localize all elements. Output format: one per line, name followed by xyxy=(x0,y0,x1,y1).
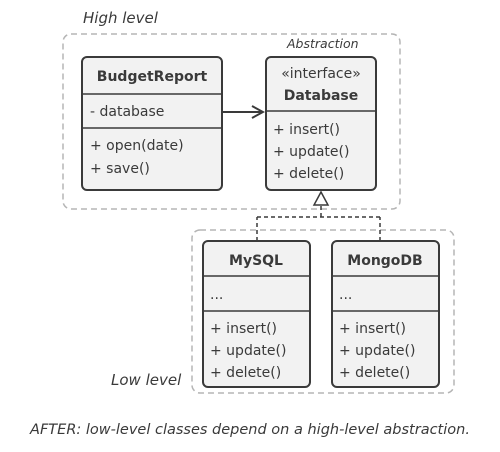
database-method: + delete() xyxy=(273,166,344,182)
mongodb-method: + insert() xyxy=(339,321,406,337)
budget-report-method: + save() xyxy=(90,161,150,177)
diagram-caption: AFTER: low-level classes depend on a hig… xyxy=(29,422,470,438)
mysql-name: MySQL xyxy=(229,253,283,269)
realization-triangle-icon xyxy=(312,190,330,206)
database-stereotype: «interface» xyxy=(281,66,361,82)
budget-report-name: BudgetReport xyxy=(97,69,208,85)
low-level-label: Low level xyxy=(111,371,182,389)
high-level-label: High level xyxy=(83,9,159,27)
mysql-box xyxy=(202,240,311,388)
mongodb-method: + delete() xyxy=(339,365,410,381)
budget-report-box xyxy=(81,56,223,191)
mongodb-field: ... xyxy=(339,287,352,303)
low-level-group: Low level xyxy=(111,229,455,394)
database-method: + update() xyxy=(273,144,349,160)
mysql-method: + insert() xyxy=(210,321,277,337)
class-mysql: MySQL ... + insert() + update() + delete… xyxy=(202,240,311,388)
high-level-group: High level Abstraction xyxy=(62,9,401,210)
mongodb-method: + update() xyxy=(339,343,415,359)
low-level-group-border xyxy=(191,229,455,394)
mysql-field: ... xyxy=(210,287,223,303)
database-method: + insert() xyxy=(273,122,340,138)
mongodb-box xyxy=(331,240,440,388)
database-box xyxy=(265,56,377,191)
class-mongodb: MongoDB ... + insert() + update() + dele… xyxy=(331,240,440,388)
database-name: Database xyxy=(284,88,359,104)
realization-connector xyxy=(256,190,381,241)
budget-report-field: - database xyxy=(90,104,164,120)
class-database-interface: «interface» Database + insert() + update… xyxy=(265,56,377,191)
class-budget-report: BudgetReport - database + open(date) + s… xyxy=(81,56,223,191)
budget-report-method: + open(date) xyxy=(90,138,184,154)
high-level-group-border xyxy=(62,33,401,210)
mongodb-name: MongoDB xyxy=(347,253,422,269)
mysql-method: + delete() xyxy=(210,365,281,381)
mysql-method: + update() xyxy=(210,343,286,359)
abstraction-label: Abstraction xyxy=(286,36,359,51)
